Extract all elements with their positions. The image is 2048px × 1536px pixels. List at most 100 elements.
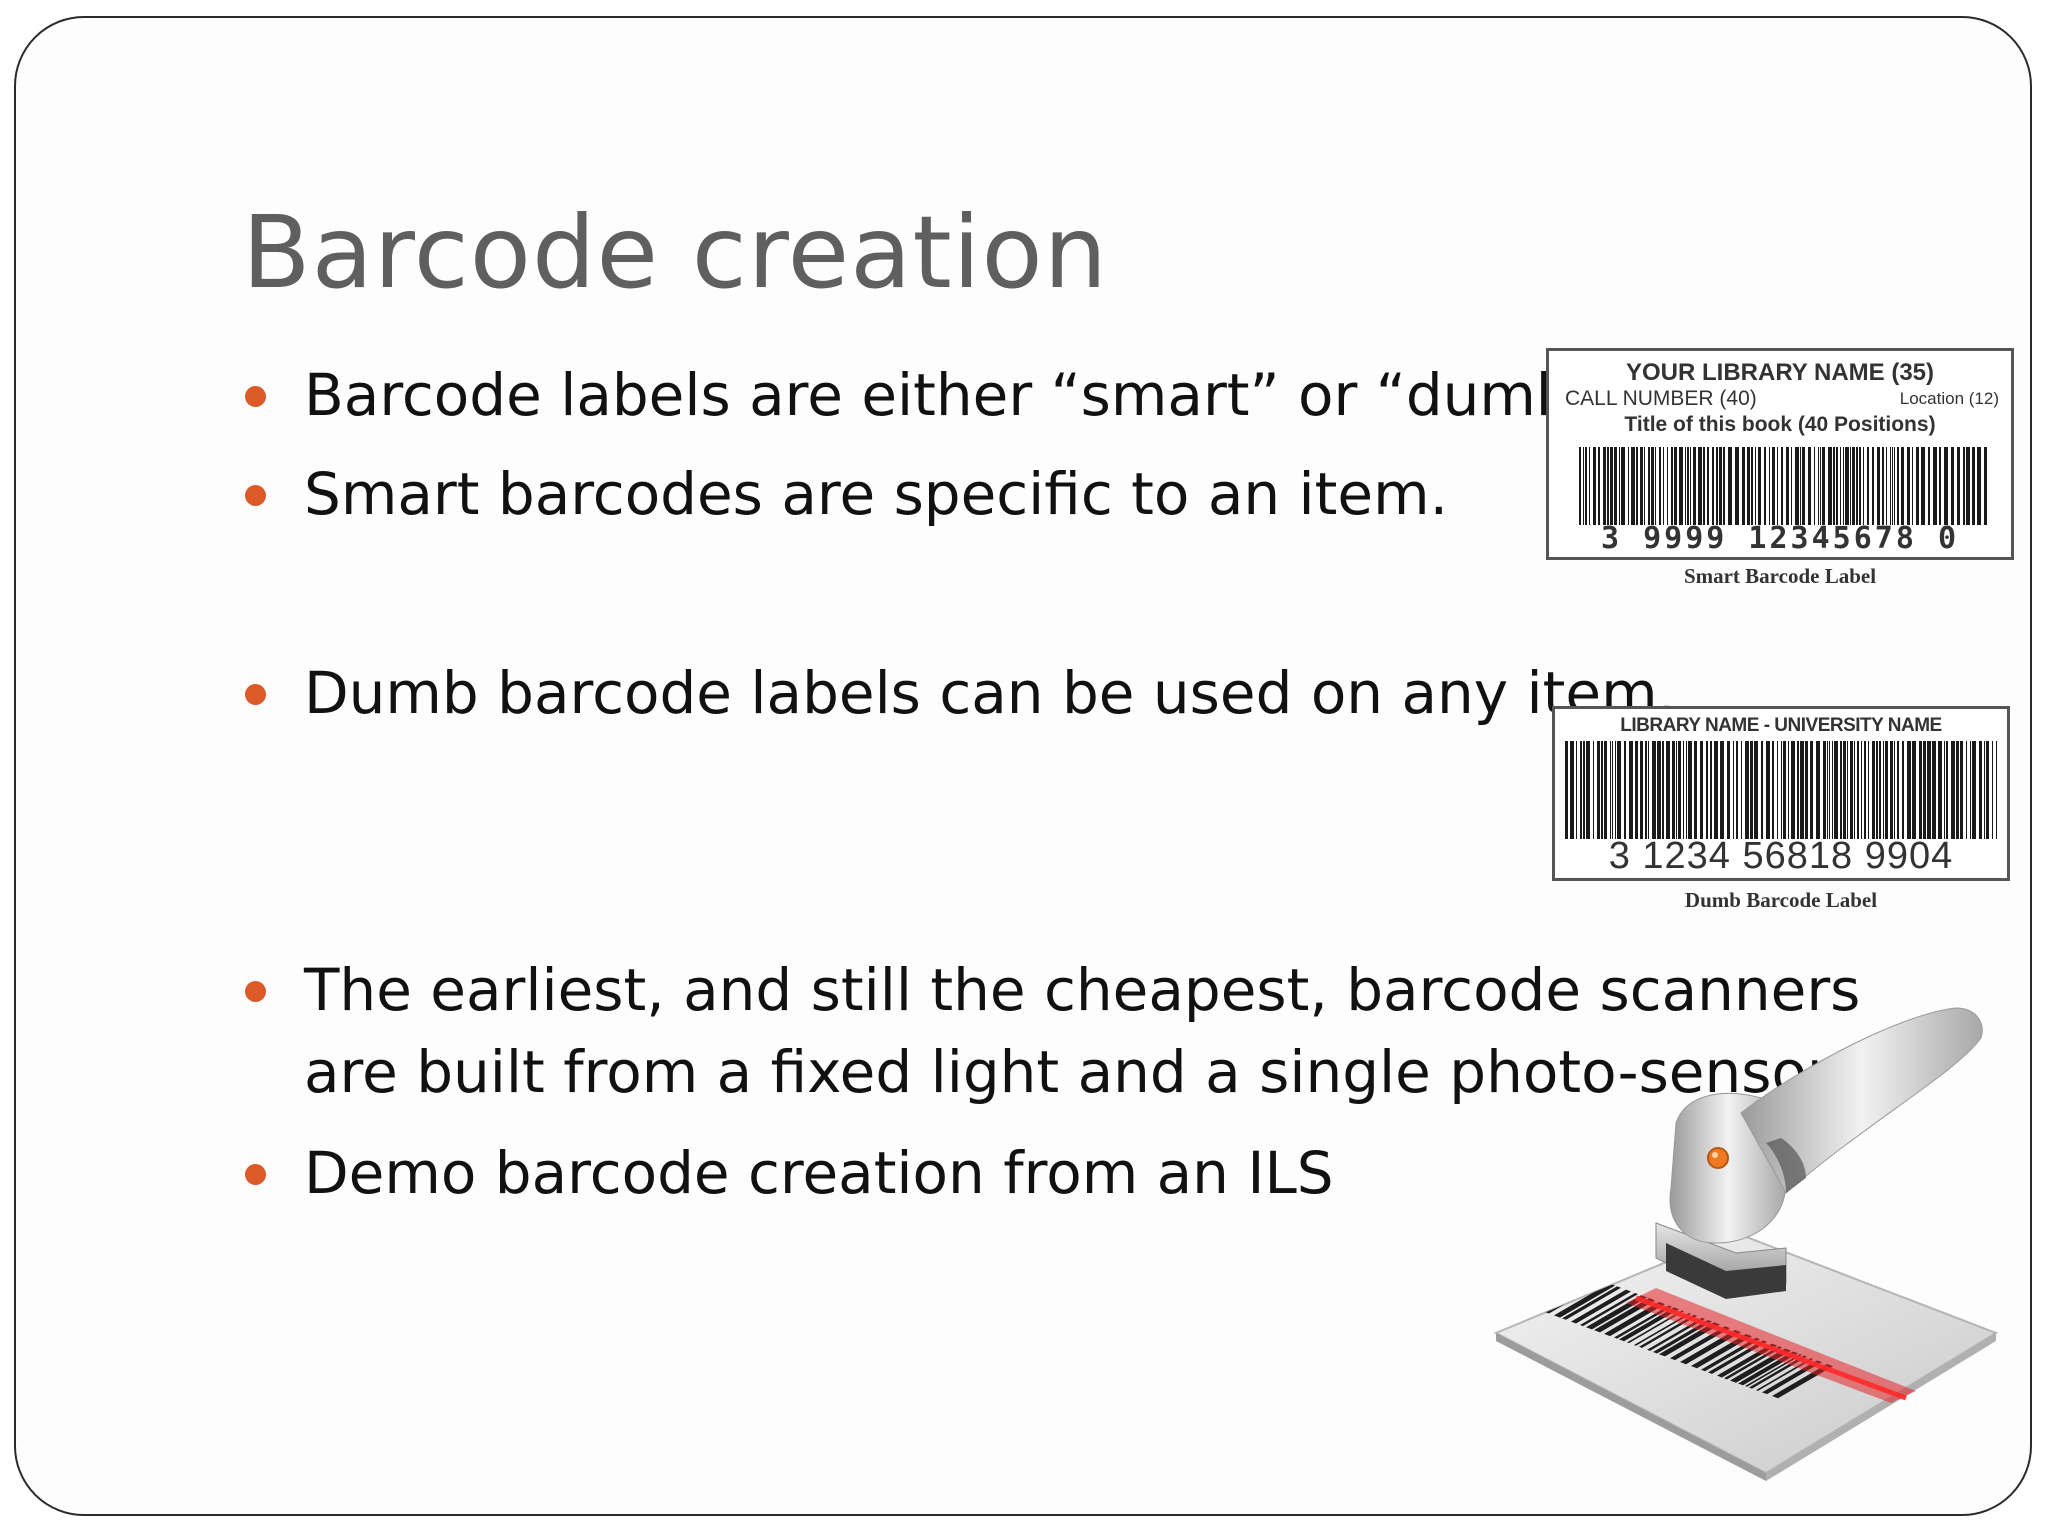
- barcode-bar: [1716, 447, 1718, 525]
- barcode-bar: [1710, 741, 1712, 839]
- barcode-bar: [1707, 447, 1709, 525]
- barcode-bar: [1663, 447, 1664, 525]
- barcode-bar: [1671, 447, 1673, 525]
- smart-barcode-bars: [1579, 447, 1987, 525]
- barcode-bar: [1719, 447, 1722, 525]
- bullet-dot-icon: [245, 981, 266, 1002]
- barcode-bar: [1814, 447, 1815, 525]
- barcode-bar: [1585, 447, 1587, 525]
- barcode-bar: [1834, 741, 1838, 839]
- barcode-bar: [1636, 447, 1638, 525]
- barcode-bar: [1883, 741, 1884, 839]
- barcode-bar: [1879, 741, 1881, 839]
- barcode-bar: [1805, 741, 1808, 839]
- card-barcode-bar: [1554, 1283, 1615, 1318]
- barcode-bar: [1823, 741, 1826, 839]
- barcode-bar: [1836, 447, 1838, 525]
- barcode-bar: [1576, 741, 1577, 839]
- barcode-bar: [1850, 447, 1851, 525]
- smart-label-location: Location (12): [1899, 389, 1999, 408]
- barcode-bar: [1714, 741, 1718, 839]
- barcode-bar: [1822, 447, 1825, 525]
- barcode-bar: [1610, 741, 1611, 839]
- barcode-bar: [1619, 447, 1620, 525]
- barcode-bar: [1890, 447, 1891, 525]
- barcode-bar: [1735, 447, 1739, 525]
- barcode-bar: [1850, 741, 1853, 839]
- barcode-bar: [1607, 447, 1609, 525]
- smart-label-caption-box: Smart Barcode Label: [1546, 558, 2014, 598]
- barcode-bar: [1921, 447, 1925, 525]
- barcode-bar: [1946, 741, 1948, 839]
- barcode-bar: [1818, 447, 1819, 525]
- barcode-bar: [1723, 447, 1725, 525]
- barcode-bar: [1700, 741, 1703, 839]
- barcode-bar: [1951, 447, 1954, 525]
- barcode-bar: [1907, 447, 1910, 525]
- barcode-bar: [1727, 741, 1730, 839]
- barcode-bar: [1758, 447, 1761, 525]
- barcode-bar: [1966, 741, 1967, 839]
- barcode-bar: [1674, 447, 1677, 525]
- bullet-dot-icon: [245, 1164, 266, 1185]
- barcode-bar: [1655, 447, 1656, 525]
- dumb-label-caption: Dumb Barcode Label: [1684, 888, 1878, 912]
- barcode-bar: [1614, 447, 1617, 525]
- barcode-bar: [1597, 741, 1600, 839]
- barcode-bar: [1777, 741, 1778, 839]
- barcode-bar: [1984, 741, 1985, 839]
- slide-title: Barcode creation: [242, 194, 1108, 311]
- barcode-bar: [1795, 447, 1799, 525]
- bullet-dot-icon: [245, 485, 266, 506]
- barcode-bar: [1645, 741, 1647, 839]
- barcode-bar: [1861, 741, 1862, 839]
- barcode-bar: [1802, 447, 1805, 525]
- barcode-bar: [1800, 447, 1801, 525]
- dumb-label-header: LIBRARY NAME - UNIVERSITY NAME: [1620, 715, 1942, 736]
- barcode-bar: [1788, 741, 1789, 839]
- barcode-bar: [1601, 741, 1603, 839]
- smart-label-caption: Smart Barcode Label: [1683, 564, 1877, 588]
- barcode-bar: [1847, 741, 1848, 839]
- bullet-text: Dumb barcode labels can be used on any i…: [304, 659, 1677, 727]
- barcode-bar: [1840, 447, 1841, 525]
- barcode-bar: [1886, 447, 1887, 525]
- barcode-bar: [1706, 741, 1708, 839]
- barcode-bar: [1897, 741, 1899, 839]
- barcode-bar: [1927, 741, 1931, 839]
- bullet-text: Smart barcodes are specific to an item.: [304, 460, 1449, 528]
- barcode-bar: [1781, 447, 1783, 525]
- barcode-bar: [1840, 741, 1842, 839]
- barcode-bar: [1986, 741, 1989, 839]
- barcode-bar: [1892, 447, 1893, 525]
- barcode-bar: [1603, 447, 1606, 525]
- barcode-bar: [1876, 741, 1878, 839]
- barcode-bar: [1652, 741, 1656, 839]
- barcode-bar: [1742, 447, 1745, 525]
- barcode-bar: [1629, 741, 1633, 839]
- barcode-bar: [1944, 447, 1948, 525]
- barcode-bar: [1593, 741, 1594, 839]
- barcode-bar: [1610, 447, 1613, 525]
- barcode-bar: [1698, 447, 1702, 525]
- barcode-bar: [1728, 447, 1732, 525]
- barcode-bar: [1772, 447, 1775, 525]
- barcode-bar: [1659, 447, 1661, 525]
- barcode-bar: [1856, 447, 1858, 525]
- barcode-bar: [1902, 741, 1904, 839]
- barcode-bar: [1810, 741, 1813, 839]
- barcode-bar: [1919, 741, 1922, 839]
- barcode-bar: [1694, 741, 1697, 839]
- barcode-bar: [1720, 741, 1724, 839]
- barcode-bar: [1712, 447, 1714, 525]
- barcode-bar: [1956, 741, 1959, 839]
- barcode-bar: [1828, 447, 1832, 525]
- barcode-bar: [1690, 447, 1691, 525]
- barcode-bar: [1593, 447, 1596, 525]
- barcode-bar: [1857, 741, 1859, 839]
- barcode-bar: [1676, 741, 1677, 839]
- bullet-text: Barcode labels are either “smart” or “du…: [304, 361, 1622, 429]
- dumb-label-number: 3 1234 56818 9904: [1608, 835, 1954, 877]
- barcode-bar: [1693, 447, 1696, 525]
- barcode-bar: [1651, 447, 1654, 525]
